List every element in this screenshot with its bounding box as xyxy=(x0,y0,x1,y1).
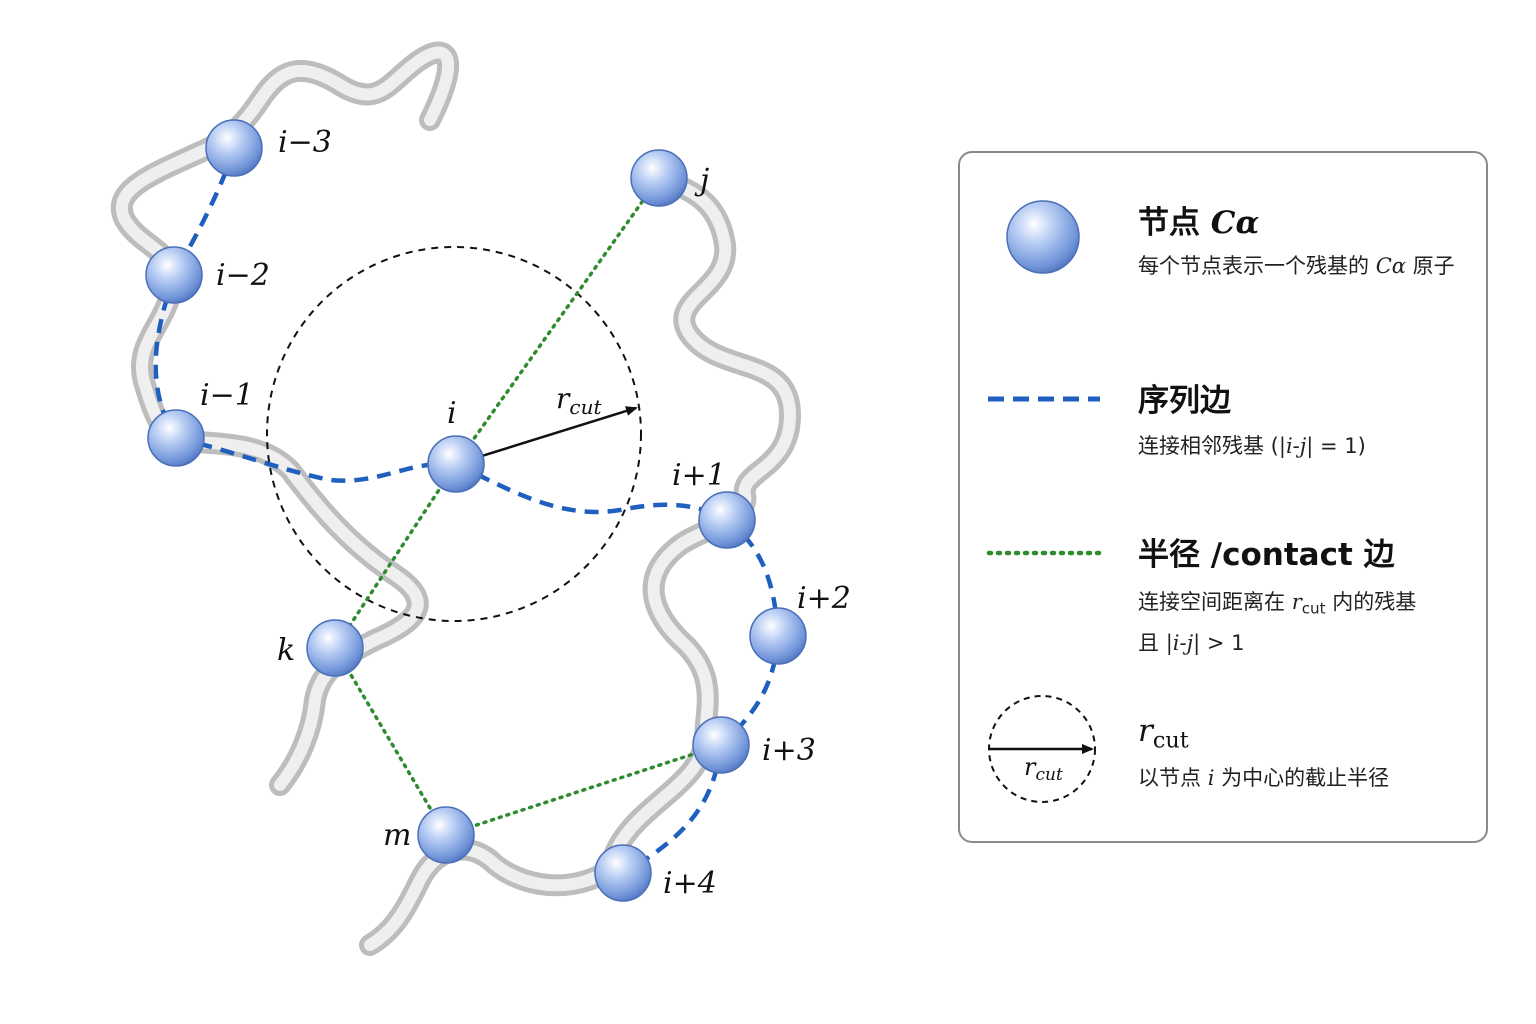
label-i-minus-1: i−1 xyxy=(200,378,254,413)
legend-sequence-edge-title: 序列边 xyxy=(1138,383,1231,419)
node-labels: i−3 i−2 i−1 i j i+1 i+2 i+3 i+4 k m xyxy=(200,125,851,901)
node-i-minus-3 xyxy=(205,119,263,177)
rcut-label: rcut xyxy=(556,382,602,419)
sequence-edge-im1-i xyxy=(175,435,457,483)
legend-node-title: 节点 Cα xyxy=(1138,205,1260,241)
legend-rcut-title: rcut xyxy=(1138,713,1189,754)
label-i-plus-3: i+3 xyxy=(762,733,816,768)
cutoff-circle xyxy=(266,246,642,622)
node-i-minus-2 xyxy=(145,246,203,304)
legend-sequence-edge-desc: 连接相邻残基 (|i-j| = 1) xyxy=(1138,434,1366,458)
legend-contact-edge-desc: 连接空间距离在 rcut 内的残基且 |i-j| > 1 xyxy=(1138,590,1417,655)
legend-rcut-desc: 以节点 i 为中心的截止半径 xyxy=(1138,766,1390,790)
node-i-minus-1 xyxy=(147,409,205,467)
legend-sequence-edge-icon xyxy=(988,396,1100,402)
nodes xyxy=(145,119,807,902)
sequence-edge-ip3-ip4 xyxy=(621,744,724,875)
label-k: k xyxy=(277,633,295,668)
node-i-plus-3 xyxy=(692,716,750,774)
node-j xyxy=(630,149,688,207)
contact-edge-i-k xyxy=(333,462,458,650)
backbone-left xyxy=(110,41,460,796)
legend-node-icon xyxy=(1006,200,1080,274)
label-i-plus-1: i+1 xyxy=(672,458,726,493)
node-i xyxy=(427,435,485,493)
label-i-plus-2: i+2 xyxy=(797,581,851,616)
contact-edge-i-j xyxy=(454,176,661,466)
node-i-plus-4 xyxy=(594,844,652,902)
backbone-right xyxy=(359,169,802,956)
label-i-minus-3: i−3 xyxy=(278,125,332,160)
label-m: m xyxy=(383,818,411,853)
legend-panel: 节点 Cα 每个节点表示一个残基的 Cα 原子 序列边 连接相邻残基 (|i-j… xyxy=(958,151,1488,843)
legend-rcut-icon-label: rcut xyxy=(1024,753,1063,785)
sequence-edge-i-ip1 xyxy=(455,461,729,522)
node-k xyxy=(306,619,364,677)
legend-node-desc: 每个节点表示一个残基的 Cα 原子 xyxy=(1138,254,1455,278)
label-i: i xyxy=(447,396,457,431)
contact-edge-m-i3 xyxy=(444,743,723,837)
contact-edge-k-m xyxy=(333,646,448,837)
node-i-plus-1 xyxy=(698,491,756,549)
node-m xyxy=(417,806,475,864)
legend-contact-edge-icon xyxy=(986,550,1102,556)
node-i-plus-2 xyxy=(749,607,807,665)
label-i-plus-4: i+4 xyxy=(663,866,717,901)
contact-edges xyxy=(333,176,723,837)
rcut-arrow xyxy=(455,406,638,466)
legend-rcut-icon: rcut xyxy=(988,695,1096,803)
label-i-minus-2: i−2 xyxy=(216,258,270,293)
legend-contact-edge-title: 半径 /contact 边 xyxy=(1138,537,1395,573)
